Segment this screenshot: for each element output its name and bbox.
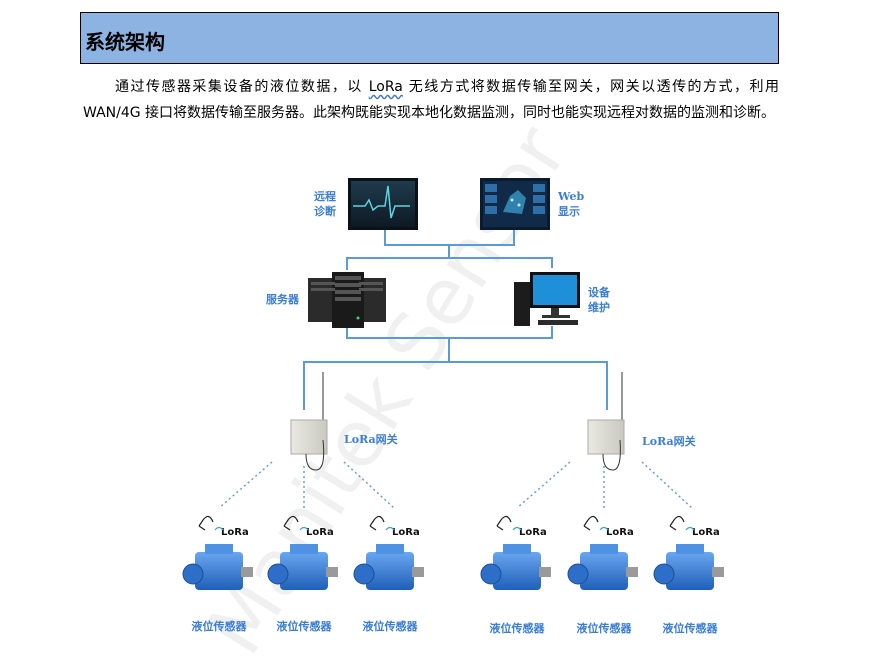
sensor-label: 液位传感器 [577, 621, 633, 635]
sensor-nodes: LoRa液位传感器LoRa液位传感器LoRa液位传感器LoRa液位传感器LoRa… [182, 515, 724, 635]
sensor-probe-icon [496, 515, 512, 531]
intro-text-before: 通过传感器采集设备的液位数据，以 [115, 79, 369, 95]
lora-badge: LoRa [519, 527, 547, 538]
wireless-wave-icon [599, 526, 609, 531]
wireless-wave-icon [385, 526, 395, 531]
connection-lines [303, 230, 608, 410]
section-heading: 系统架构 [80, 12, 779, 64]
sensor-label: 液位传感器 [192, 619, 248, 633]
lora-badge: LoRa [221, 527, 249, 538]
sensor-node: LoRa 液位传感器 [182, 515, 253, 633]
lora-gateway-left-icon [290, 372, 328, 471]
sensor-probe-icon [669, 515, 685, 531]
sensor-label: 液位传感器 [490, 621, 546, 635]
sensor-node: LoRa 液位传感器 [653, 515, 724, 635]
server-rack-icon [308, 272, 386, 328]
sensor-node: LoRa 液位传感器 [353, 515, 424, 633]
label-web-display-2: 显示 [558, 205, 580, 218]
sensor-label: 液位传感器 [663, 621, 719, 635]
sensor-probe-icon [198, 515, 214, 531]
gearbox-body-icon [280, 552, 328, 590]
sensor-node: LoRa 液位传感器 [480, 515, 551, 635]
label-server: 服务器 [266, 292, 300, 306]
sensor-node: LoRa 液位传感器 [567, 515, 638, 635]
gearbox-body-icon [666, 552, 714, 590]
wireless-wave-icon [214, 526, 224, 531]
wireless-wave-icon [299, 526, 309, 531]
lora-gateway-right-icon [587, 372, 625, 471]
wireless-links [218, 461, 693, 509]
gearbox-body-icon [493, 552, 541, 590]
lora-badge: LoRa [606, 527, 634, 538]
label-gateway-right: LoRa网关 [642, 434, 696, 448]
lora-badge: LoRa [392, 527, 420, 538]
sensor-label: 液位传感器 [363, 619, 419, 633]
ecg-monitor-icon [348, 178, 418, 230]
sensor-label: 液位传感器 [277, 619, 333, 633]
workstation-icon [514, 272, 580, 326]
sensor-probe-icon [369, 515, 385, 531]
label-maintenance-1: 设备 [588, 285, 611, 299]
gearbox-body-icon [366, 552, 414, 590]
intro-text-after: 无线方式将数据传输至网关，网关以透传的方式，利用 WAN/4G 接口将数据传输至… [83, 79, 779, 121]
section-title: 系统架构 [85, 30, 165, 54]
label-maintenance-2: 维护 [588, 300, 610, 314]
gearbox-body-icon [195, 552, 243, 590]
lora-badge: LoRa [306, 527, 334, 538]
label-remote-diag-1: 远程 [314, 189, 336, 203]
intro-lora-word: LoRa [368, 79, 403, 95]
wireless-wave-icon [512, 526, 522, 531]
wireless-wave-icon [685, 526, 695, 531]
label-gateway-left: LoRa网关 [344, 432, 398, 446]
intro-paragraph: 通过传感器采集设备的液位数据，以 LoRa 无线方式将数据传输至网关，网关以透传… [83, 74, 779, 126]
gearbox-body-icon [580, 552, 628, 590]
label-web-display-1: Web [557, 190, 584, 203]
lora-badge: LoRa [692, 527, 720, 538]
label-remote-diag-2: 诊断 [314, 204, 336, 218]
sensor-node: LoRa 液位传感器 [267, 515, 338, 633]
web-dashboard-icon [480, 178, 550, 230]
sensor-probe-icon [283, 515, 299, 531]
sensor-probe-icon [583, 515, 599, 531]
